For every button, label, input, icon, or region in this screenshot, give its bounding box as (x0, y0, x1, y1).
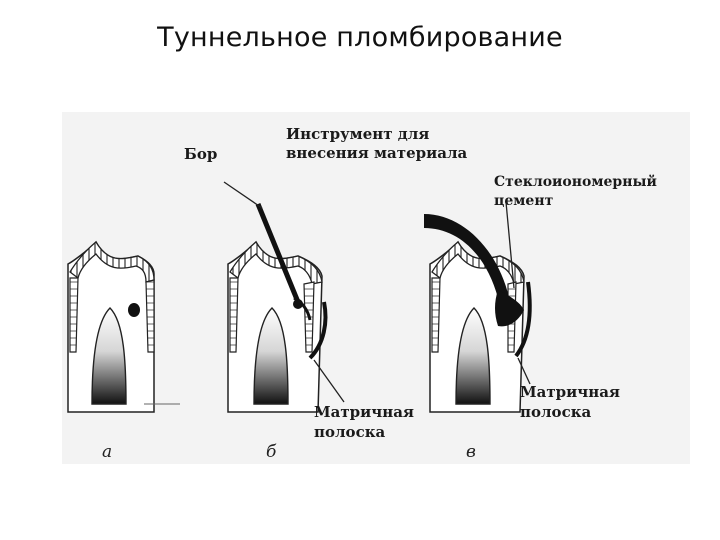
bur-label: Бор (184, 145, 218, 163)
matrix-strip-label-c-line2: полоска (520, 403, 592, 421)
matrix-strip-label-b-line2: полоска (314, 423, 386, 441)
diagram-drawing (67, 181, 532, 413)
tooth-c (424, 201, 532, 413)
tunnel-filling-diagram: Бор Инструмент для внесения материала Ст… (62, 112, 690, 464)
slide-title: Туннельное пломбирование (157, 22, 563, 53)
panel-letter-a: а (102, 442, 113, 462)
panel-letter-b: б (266, 442, 277, 462)
instrument-label-line2: внесения материала (286, 144, 468, 162)
instrument-label-line1: Инструмент для (286, 125, 430, 143)
cement-label-line2: цемент (494, 193, 554, 209)
matrix-strip-label-c-line1: Матричная (520, 383, 620, 401)
tooth-b (223, 181, 345, 413)
matrix-strip-label-b-line1: Матричная (314, 403, 414, 421)
tooth-a (67, 240, 180, 413)
cement-label-line1: Стеклоиономерный (494, 174, 657, 190)
panel-letter-c: в (466, 442, 476, 462)
